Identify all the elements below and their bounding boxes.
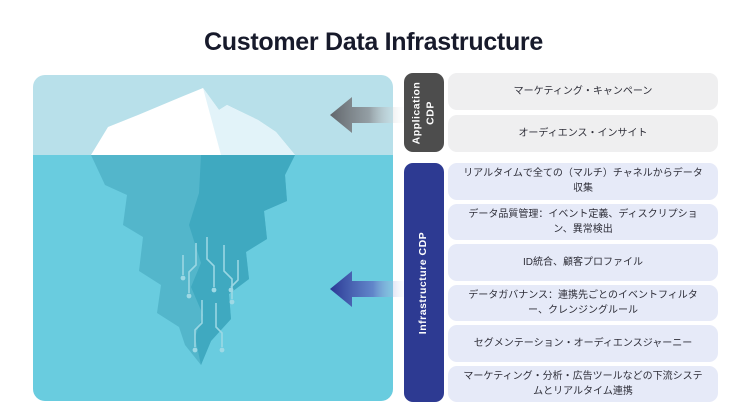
application-row-marketing-campaign: マーケティング・キャンペーン [448, 73, 718, 110]
application-cdp-label-text: Application CDP [410, 81, 436, 144]
infra-row-data-governance: データガバナンス：連携先ごとのイベントフィルター、クレンジングルール [448, 284, 718, 321]
infrastructure-cdp-arrow-icon [330, 271, 408, 307]
circuit-dots [180, 275, 235, 353]
application-row-audience-insight: オーディエンス・インサイト [448, 115, 718, 152]
application-cdp-rows: マーケティング・キャンペーン オーディエンス・インサイト [448, 73, 718, 152]
infrastructure-cdp-label: Infrastructure CDP [404, 163, 444, 402]
application-cdp-label: Application CDP [404, 73, 444, 152]
infrastructure-cdp-label-text: Infrastructure CDP [417, 231, 430, 334]
page-title: Customer Data Infrastructure [204, 28, 543, 56]
infra-row-realtime-collection: リアルタイムで全ての（マルチ）チャネルからデータ収集 [448, 163, 718, 200]
iceberg-illustration [33, 75, 393, 401]
infra-row-segmentation: セグメンテーション・オーディエンスジャーニー [448, 325, 718, 362]
infra-row-id-resolution: ID統合、顧客プロファイル [448, 244, 718, 281]
iceberg-tip-facet [203, 88, 295, 155]
infra-row-downstream-sync: マーケティング・分析・広告ツールなどの下流システムとリアルタイム連携 [448, 365, 718, 402]
infra-row-data-quality: データ品質管理：イベント定義、ディスクリプション、異常検出 [448, 203, 718, 240]
application-cdp-arrow-icon [330, 97, 408, 133]
infrastructure-cdp-rows: リアルタイムで全ての（マルチ）チャネルからデータ収集 データ品質管理：イベント定… [448, 163, 718, 402]
